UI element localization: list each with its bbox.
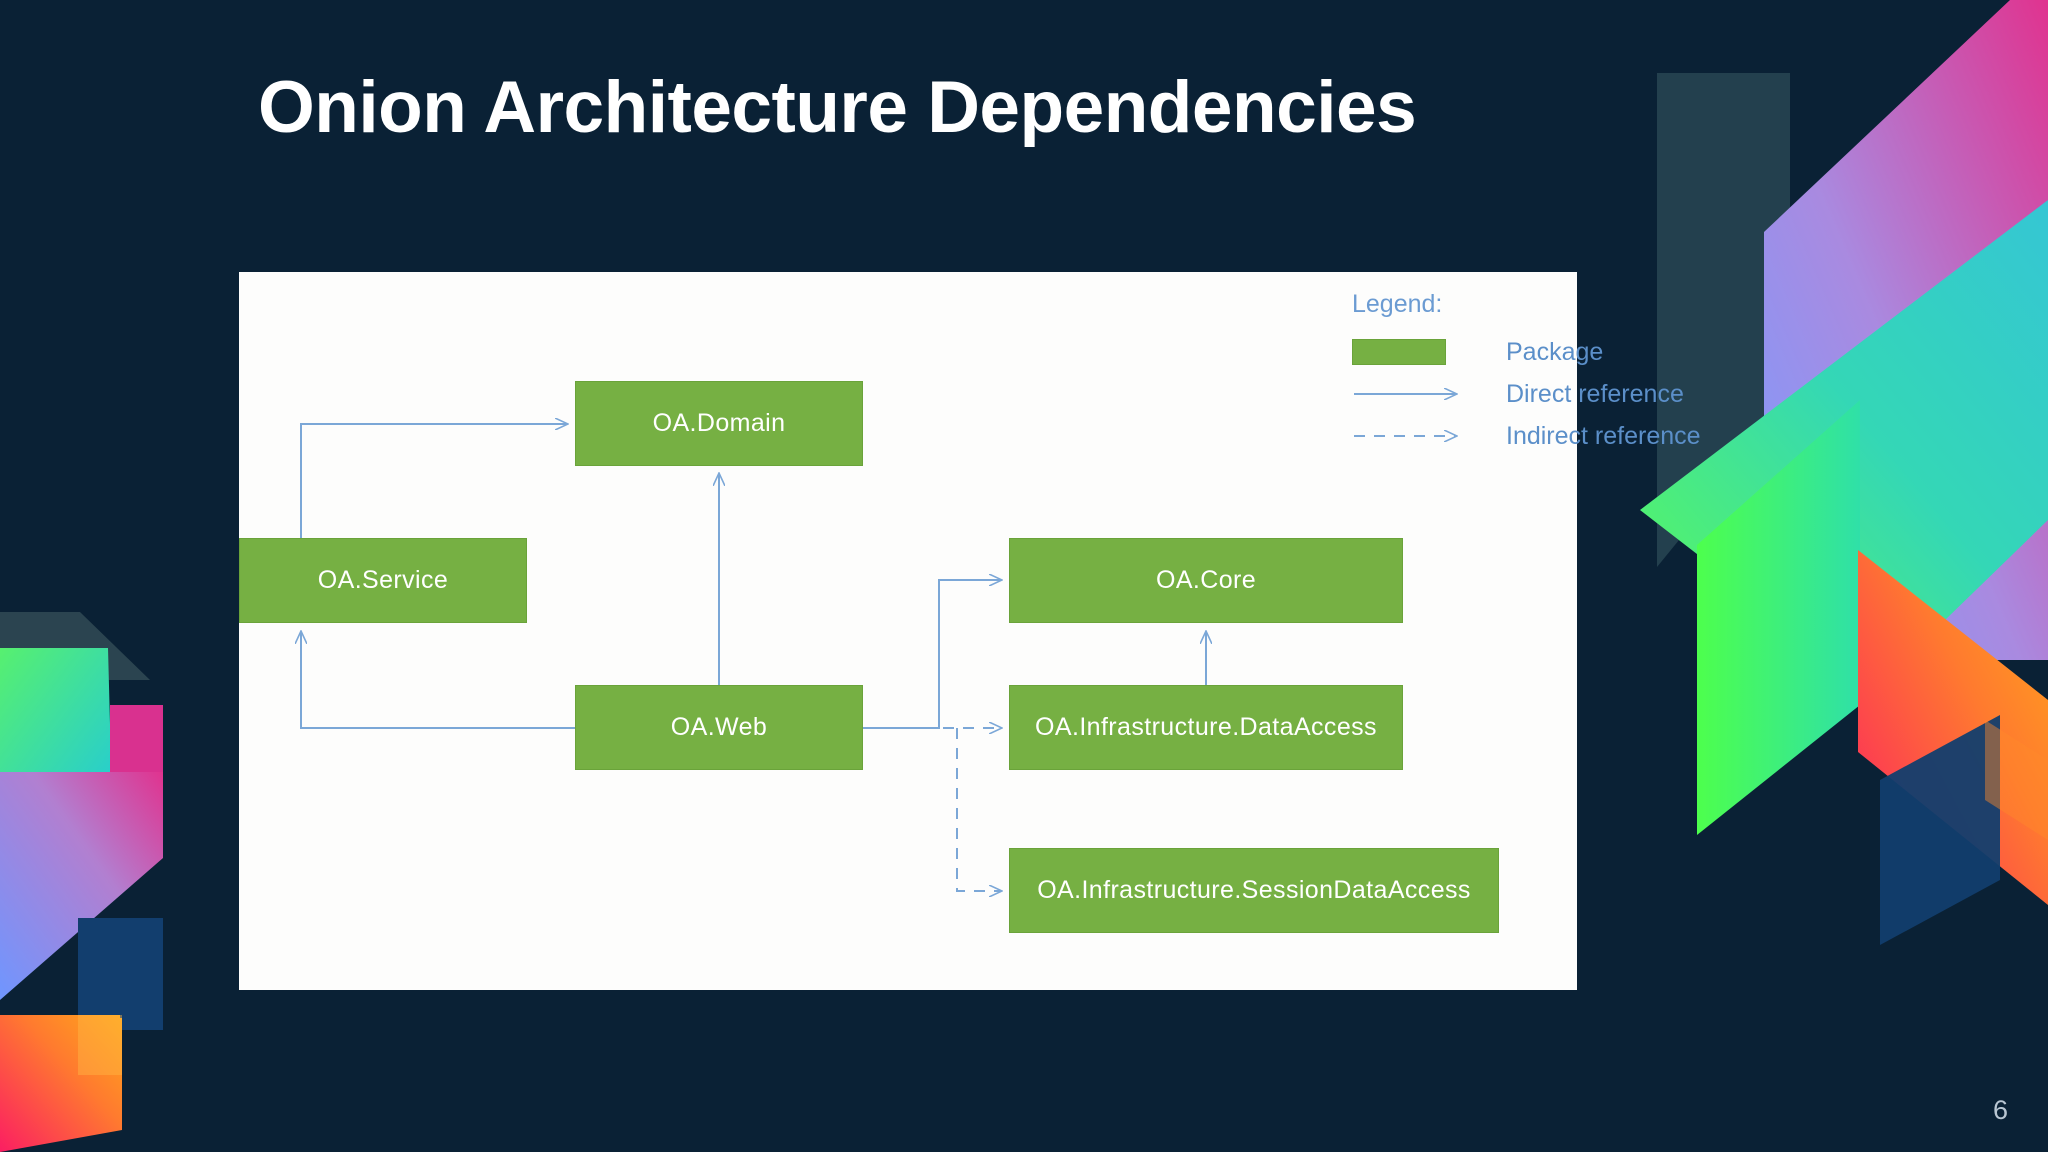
legend-label: Indirect reference xyxy=(1506,421,1701,450)
package-node-label: OA.Web xyxy=(670,713,768,741)
package-node-oa-service[interactable]: OA.Service xyxy=(239,538,527,623)
edge-web-to-sessiondataaccess-indirect xyxy=(956,728,1001,891)
deco-shape-orange-overlap-left xyxy=(78,1015,122,1075)
direct-arrow-icon xyxy=(1354,384,1470,404)
deco-shape-orange-left-wedge xyxy=(0,1018,122,1152)
indirect-arrow-icon xyxy=(1354,426,1470,446)
deco-shape-teal-left-band xyxy=(0,648,112,800)
legend-key-direct xyxy=(1352,384,1488,404)
deco-shape-darkblue-right xyxy=(1880,715,2000,945)
package-node-oa-infrastructure-dataaccess[interactable]: OA.Infrastructure.DataAccess xyxy=(1009,685,1403,770)
deco-shape-slate-left xyxy=(0,612,150,680)
connector-layer xyxy=(239,272,1577,990)
deco-shape-red-orange-right xyxy=(1858,550,2048,905)
package-node-oa-infrastructure-sessiondataaccess[interactable]: OA.Infrastructure.SessionDataAccess xyxy=(1009,848,1499,933)
legend-key-package xyxy=(1352,339,1488,365)
package-swatch-icon xyxy=(1352,339,1446,365)
package-node-oa-domain[interactable]: OA.Domain xyxy=(575,381,863,466)
package-node-label: OA.Domain xyxy=(652,409,786,437)
package-node-oa-core[interactable]: OA.Core xyxy=(1009,538,1403,623)
legend-key-indirect xyxy=(1352,426,1488,446)
edge-web-to-core xyxy=(863,580,1001,729)
deco-shape-orange-overlap xyxy=(1985,720,2048,840)
diagram-canvas: OA.Domain OA.Service OA.Web OA.Core OA.I… xyxy=(239,272,1701,990)
legend-title: Legend: xyxy=(1352,290,1443,318)
legend-item-package: Package xyxy=(1352,331,1732,373)
legend-item-direct-reference: Direct reference xyxy=(1352,373,1732,415)
deco-shape-magenta-left xyxy=(110,705,163,855)
deco-shape-darkblue-left xyxy=(78,918,163,1030)
deco-shape-pink-blue xyxy=(1764,0,2048,660)
edge-service-to-domain xyxy=(300,424,567,538)
package-node-label: OA.Core xyxy=(1155,566,1257,594)
package-node-label: OA.Infrastructure.DataAccess xyxy=(1035,713,1377,741)
page-number: 6 xyxy=(1992,1095,2008,1125)
deco-shape-blue-violet-left xyxy=(0,772,163,1000)
deco-shape-green-left-band xyxy=(0,648,108,760)
package-node-oa-web[interactable]: OA.Web xyxy=(575,685,863,770)
edge-web-to-service xyxy=(301,632,575,729)
package-node-label: OA.Service xyxy=(317,566,449,594)
deco-shape-green-right xyxy=(1697,400,1860,835)
deco-shape-magenta-left-wedge xyxy=(110,705,163,855)
legend-label: Direct reference xyxy=(1506,379,1684,408)
legend-label: Package xyxy=(1506,337,1604,366)
legend-item-indirect-reference: Indirect reference xyxy=(1352,415,1732,457)
deco-shape-orange-left xyxy=(0,1015,120,1120)
package-node-label: OA.Infrastructure.SessionDataAccess xyxy=(1037,876,1471,904)
page-title: Onion Architecture Dependencies xyxy=(258,67,1417,148)
legend: Legend: Package xyxy=(1352,290,1732,457)
